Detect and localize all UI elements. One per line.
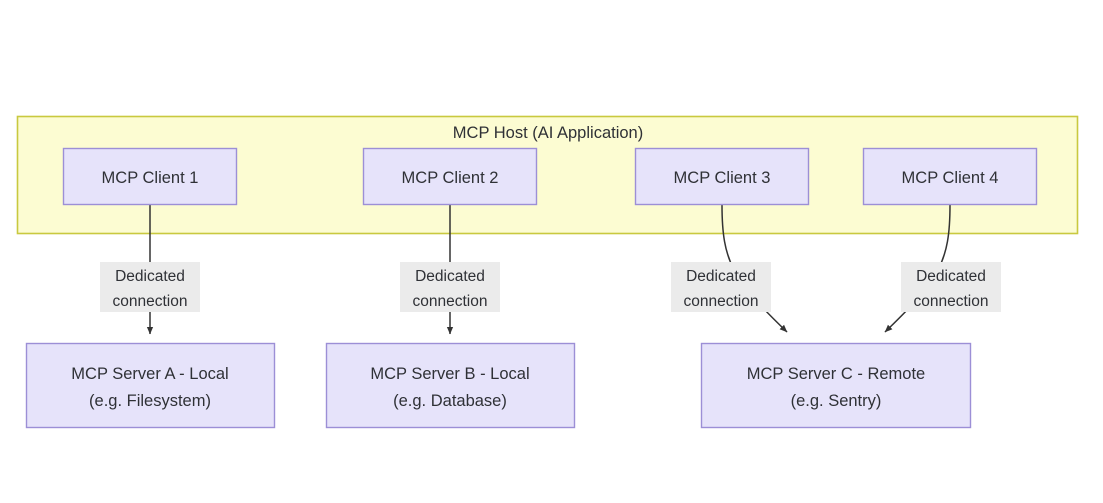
- mcp-server-c-label-line2: (e.g. Sentry): [791, 392, 882, 410]
- mcp-client-4-label: MCP Client 4: [902, 169, 999, 187]
- mcp-client-4[interactable]: MCP Client 4: [862, 147, 1038, 206]
- edge-label-connection-3: Dedicated connection: [671, 262, 771, 312]
- mcp-client-1-label: MCP Client 1: [102, 169, 199, 187]
- edge-label-connection-3-line2: connection: [684, 293, 759, 310]
- mcp-client-2-label: MCP Client 2: [402, 169, 499, 187]
- edge-label-connection-1-line2: connection: [113, 293, 188, 310]
- mcp-server-b[interactable]: MCP Server B - Local (e.g. Database): [325, 342, 576, 429]
- edge-label-connection-4-line1: Dedicated: [916, 268, 986, 285]
- mcp-client-3[interactable]: MCP Client 3: [634, 147, 810, 206]
- mcp-client-2[interactable]: MCP Client 2: [362, 147, 538, 206]
- mcp-host-title: MCP Host (AI Application): [453, 124, 643, 142]
- mcp-server-a[interactable]: MCP Server A - Local (e.g. Filesystem): [25, 342, 276, 429]
- mcp-client-1[interactable]: MCP Client 1: [62, 147, 238, 206]
- mcp-server-b-label-line1: MCP Server B - Local: [370, 365, 529, 383]
- edge-label-connection-1: Dedicated connection: [100, 262, 200, 312]
- edge-label-connection-2: Dedicated connection: [400, 262, 500, 312]
- edge-label-connection-2-line1: Dedicated: [415, 268, 485, 285]
- edge-label-connection-4-line2: connection: [914, 293, 989, 310]
- edge-label-connection-3-line1: Dedicated: [686, 268, 756, 285]
- edge-label-connection-2-line2: connection: [413, 293, 488, 310]
- mcp-client-3-label: MCP Client 3: [674, 169, 771, 187]
- mcp-server-c-label-line1: MCP Server C - Remote: [747, 365, 926, 383]
- edge-label-connection-4: Dedicated connection: [901, 262, 1001, 312]
- mcp-server-a-label-line1: MCP Server A - Local: [71, 365, 228, 383]
- mcp-server-a-label-line2: (e.g. Filesystem): [89, 392, 211, 410]
- edge-label-connection-1-line1: Dedicated: [115, 268, 185, 285]
- mcp-server-c[interactable]: MCP Server C - Remote (e.g. Sentry): [700, 342, 972, 429]
- mcp-server-b-label-line2: (e.g. Database): [393, 392, 507, 410]
